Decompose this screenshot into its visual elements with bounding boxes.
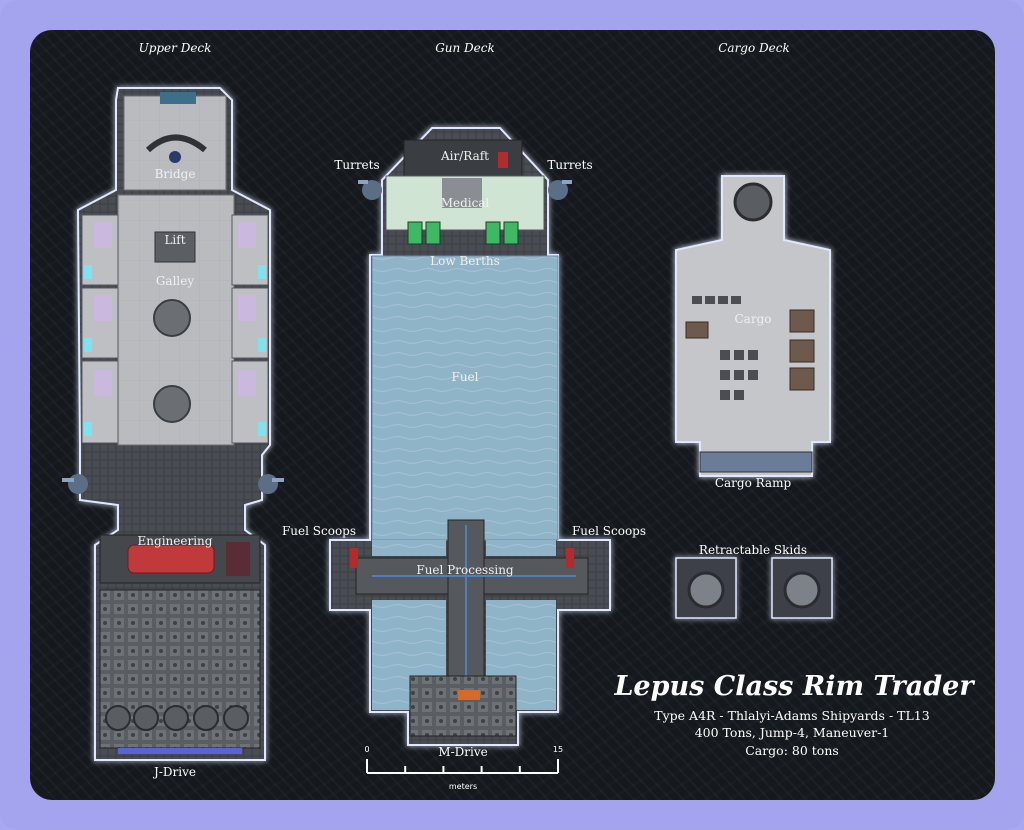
j-drive-nozzles	[105, 705, 249, 731]
bridge-room	[123, 95, 227, 191]
ship-type-line: Type A4R - Thlalyi-Adams Shipyards - TL1…	[654, 708, 929, 723]
cargo-deck-hull	[675, 175, 831, 477]
scale-start: 0	[364, 745, 369, 754]
staterooms-left	[81, 214, 119, 444]
upper-deck	[62, 87, 284, 761]
cargo-deck-header: Cargo Deck	[718, 41, 790, 55]
low-berths-label: Low Berths	[430, 254, 500, 268]
ship-stats-line: 400 Tons, Jump-4, Maneuver-1	[695, 725, 890, 740]
retractable-skids-label: Retractable Skids	[699, 543, 807, 557]
ship-cargo-line: Cargo: 80 tons	[745, 743, 839, 758]
bridge-label: Bridge	[155, 167, 196, 181]
cargo-crates	[685, 309, 815, 391]
upper-deck-header: Upper Deck	[139, 41, 212, 55]
cargo-lift	[733, 182, 773, 222]
air-raft-label: Air/Raft	[440, 149, 489, 163]
lift-label: Lift	[164, 233, 185, 247]
scale-end: 15	[553, 745, 563, 754]
fuel-tank	[371, 255, 559, 541]
gun-turret-left	[358, 180, 382, 200]
cargo-deck	[675, 175, 831, 477]
fuel-scoop-right	[566, 548, 574, 568]
gun-turret-right	[548, 180, 572, 200]
galley-table	[153, 385, 191, 423]
bridge-console-arc	[145, 134, 207, 153]
cargo-ramp-plate	[699, 451, 813, 473]
scale-unit: meters	[449, 782, 477, 791]
medical-label: Medical	[441, 196, 490, 210]
turrets-right-label: Turrets	[547, 158, 592, 172]
gun-deck-header: Gun Deck	[435, 41, 495, 55]
staterooms-right	[231, 214, 269, 444]
low-berth-pods	[407, 221, 519, 245]
upper-turret-right	[258, 474, 284, 494]
fuel-label: Fuel	[452, 370, 479, 384]
lift-shaft	[154, 231, 196, 263]
retractable-skids	[675, 557, 833, 619]
galley-table	[153, 299, 191, 337]
bridge-console	[160, 92, 196, 104]
ship-title: Lepus Class Rim Trader	[613, 671, 975, 702]
fuel-tank-upper-wing-left	[372, 540, 446, 556]
turrets-left-label: Turrets	[334, 158, 379, 172]
power-plant-core	[127, 544, 215, 574]
fuel-scoop-left	[350, 548, 358, 568]
cargo-label: Cargo	[735, 312, 772, 326]
engineering-label: Engineering	[138, 534, 213, 548]
j-drive-label: J-Drive	[152, 765, 196, 779]
m-drive	[409, 675, 517, 737]
cargo-containers	[692, 296, 758, 400]
fuel-scoops-left-label: Fuel Scoops	[282, 524, 356, 538]
fuel-processing-label: Fuel Processing	[416, 563, 514, 577]
fuel-tank-upper-wing-right	[486, 540, 556, 556]
gun-deck	[329, 127, 611, 746]
galley-label: Galley	[156, 274, 195, 288]
upper-turret-left	[62, 474, 88, 494]
cargo-ramp-label: Cargo Ramp	[715, 476, 792, 490]
fuel-scoops-right-label: Fuel Scoops	[572, 524, 646, 538]
m-drive-label: M-Drive	[438, 745, 487, 759]
scale-bar: 0 15 meters	[364, 745, 563, 791]
pilot-seat	[169, 151, 181, 163]
